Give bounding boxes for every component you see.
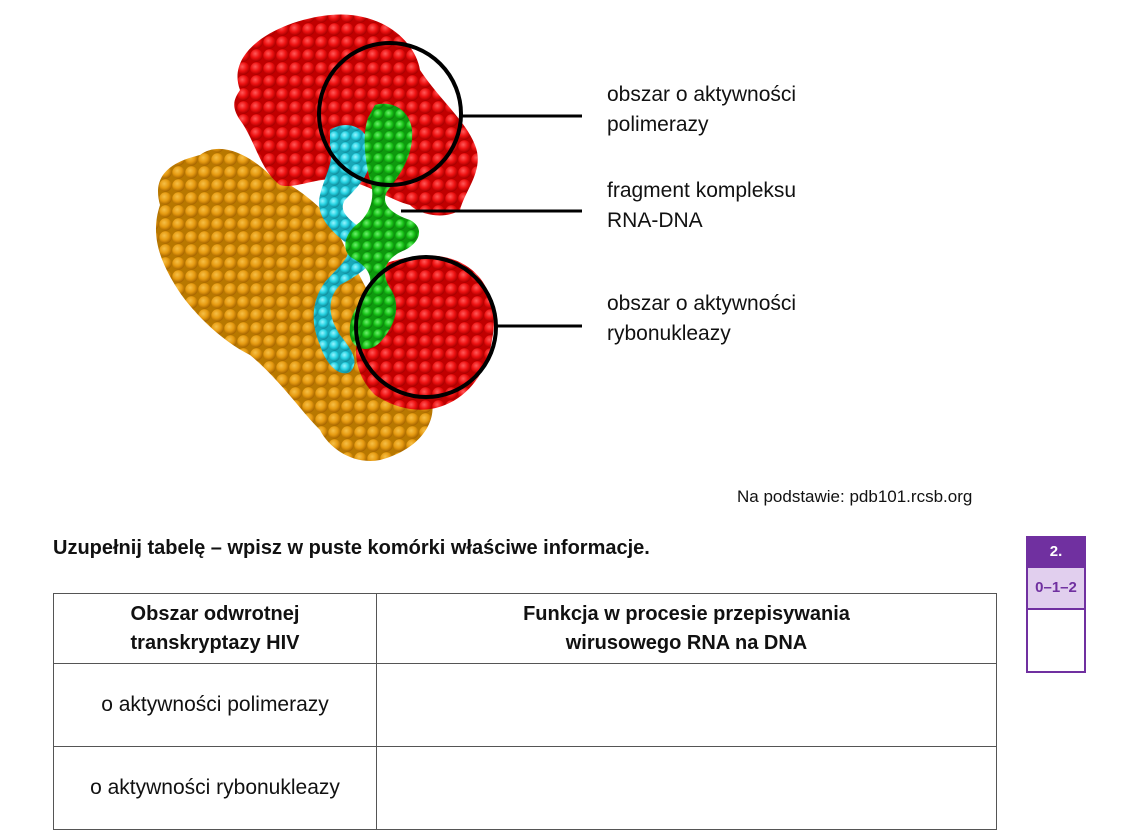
red-subunit-top: [234, 14, 478, 216]
orange-subunit: [155, 148, 433, 461]
callout-line: obszar o aktywności: [607, 83, 797, 106]
rnase-region-callout: obszar o aktywności rybonukleazy: [607, 289, 796, 349]
rna-dna-fragment-callout: fragment kompleksu RNA-DNA: [607, 176, 796, 236]
callout-line: polimerazy: [607, 113, 709, 136]
function-answer-cell[interactable]: [376, 663, 997, 747]
region-cell: o aktywności rybonukleazy: [53, 746, 377, 830]
table-header-row: Obszar odwrotnej transkryptazy HIV Funkc…: [53, 593, 997, 664]
rna-strand: [313, 125, 378, 374]
reverse-transcriptase-molecule-image: [155, 14, 582, 461]
header-line: Obszar odwrotnej: [130, 602, 300, 625]
header-line: transkryptazy HIV: [130, 631, 300, 654]
score-scale: 0–1–2: [1028, 566, 1084, 610]
header-line: Funkcja w procesie przepisywania: [523, 602, 850, 625]
header-region: Obszar odwrotnej transkryptazy HIV: [53, 593, 377, 664]
callout-line: fragment kompleksu: [607, 179, 797, 202]
dna-strand: [345, 103, 420, 350]
callout-line: rybonukleazy: [607, 322, 731, 345]
table-row: o aktywności polimerazy: [53, 663, 997, 747]
polymerase-region-circle: [317, 41, 463, 187]
function-answer-cell[interactable]: [376, 746, 997, 830]
callout-line: RNA-DNA: [607, 209, 703, 232]
task-instruction: Uzupełnij tabelę – wpisz w puste komórki…: [53, 537, 650, 559]
figure-source: Na podstawie: pdb101.rcsb.org: [737, 487, 973, 506]
callout-line: obszar o aktywności: [607, 292, 797, 315]
region-cell: o aktywności polimerazy: [53, 663, 377, 747]
header-function: Funkcja w procesie przepisywania wirusow…: [376, 593, 997, 664]
header-line: wirusowego RNA na DNA: [565, 631, 808, 654]
answer-table: Obszar odwrotnej transkryptazy HIV Funkc…: [53, 593, 997, 830]
task-number: 2.: [1028, 538, 1084, 566]
score-field: [1028, 610, 1084, 671]
table-row: o aktywności rybonukleazy: [53, 746, 997, 830]
score-box: 2. 0–1–2: [1026, 536, 1086, 673]
polymerase-region-callout: obszar o aktywności polimerazy: [607, 80, 796, 140]
